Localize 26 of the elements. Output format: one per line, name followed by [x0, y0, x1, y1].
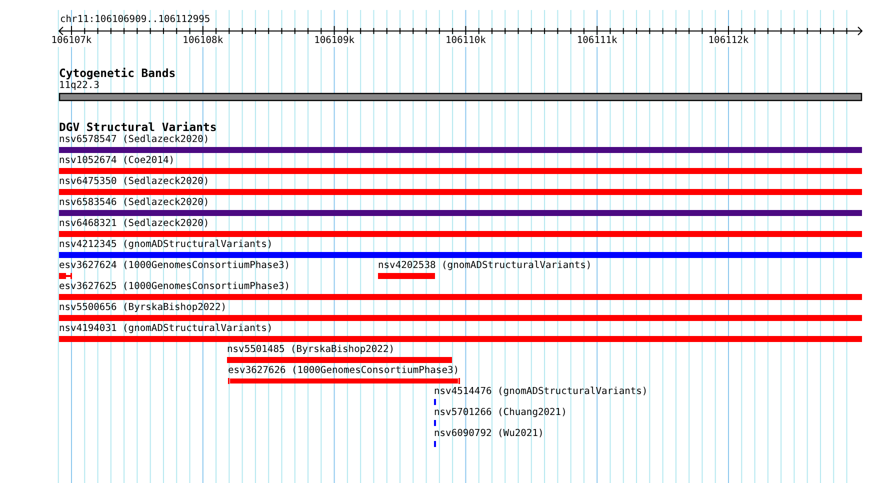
location-title: chr11:106106909..106112995 [60, 14, 210, 26]
feature-label: nsv5701266 (Chuang2021) [434, 407, 567, 418]
tick-label: 106108k [182, 35, 224, 47]
tick-label: 106112k [708, 35, 749, 47]
feature-label: nsv4194031 (gnomADStructuralVariants) [59, 323, 273, 334]
tick-label: 106109k [314, 35, 355, 47]
feature-label: esv3627625 (1000GenomesConsortiumPhase3) [59, 281, 290, 292]
tick-label: 106107k [51, 35, 92, 47]
feature-label: nsv6583546 (Sedlazeck2020) [59, 197, 210, 208]
feature-label: nsv4202538 (gnomADStructuralVariants) [378, 260, 592, 271]
feature-label: nsv6468321 (Sedlazeck2020) [59, 218, 210, 229]
feature-label: nsv5501485 (ByrskaBishop2022) [227, 344, 395, 355]
feature-label: nsv1052674 (Coe2014) [59, 155, 175, 166]
feature-label: nsv4212345 (gnomADStructuralVariants) [59, 239, 273, 250]
feature-label: esv3627624 (1000GenomesConsortiumPhase3) [59, 260, 290, 271]
band-label: 11q22.3 [59, 80, 100, 91]
tick-label: 106110k [445, 35, 486, 47]
track-heading: Cytogenetic Bands [59, 67, 176, 80]
feature-label: nsv5500656 (ByrskaBishop2022) [59, 302, 227, 313]
feature-label: nsv6578547 (Sedlazeck2020) [59, 134, 210, 145]
tick-label: 106111k [576, 35, 618, 47]
feature-label: nsv6475350 (Sedlazeck2020) [59, 176, 210, 187]
feature-label: nsv6090792 (Wu2021) [434, 428, 544, 439]
feature-label: esv3627626 (1000GenomesConsortiumPhase3) [228, 365, 460, 376]
feature-label: nsv4514476 (gnomADStructuralVariants) [434, 386, 648, 397]
track-heading: DGV Structural Variants [59, 121, 217, 134]
